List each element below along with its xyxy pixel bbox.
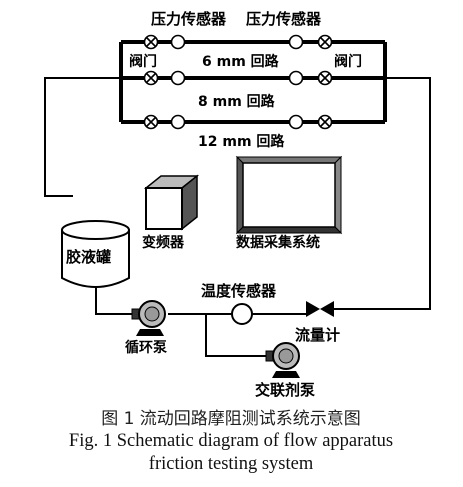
- loop-pipes: [119, 40, 387, 124]
- gauge-circle-icon: [288, 114, 304, 130]
- gauge-circle-icon: [288, 70, 304, 86]
- pipe-to-crosslinker: [205, 314, 270, 357]
- pump-icon: [131, 300, 166, 336]
- gauge-circle-icon: [231, 303, 253, 325]
- pressure-sensor-left-label: 压力传感器: [151, 10, 227, 28]
- pressure-sensor-right-label: 压力传感器: [246, 10, 322, 28]
- gauge-circle-icon: [288, 34, 304, 50]
- loop-12mm-label: 12 mm 回路: [198, 133, 285, 150]
- gauge-circle-icon: [170, 70, 186, 86]
- pipe-to-tank: [44, 77, 121, 197]
- loop-6mm-label: 6 mm 回路: [202, 53, 280, 70]
- circulation-pump-label: 循环泵: [125, 339, 167, 356]
- gauge-circle-icon: [170, 34, 186, 50]
- tank-cylinder-icon: [61, 220, 130, 288]
- cross-valve-icon: [317, 34, 333, 50]
- valve-right-label: 阀门: [334, 53, 362, 70]
- caption-en-line2: friction testing system: [149, 454, 314, 474]
- cube-box-icon: [143, 174, 200, 231]
- temperature-sensor-label: 温度传感器: [201, 282, 277, 300]
- gauge-circle-icon: [170, 114, 186, 130]
- data-acquisition-label: 数据采集系统: [236, 234, 320, 251]
- cross-valve-icon: [143, 114, 159, 130]
- cross-valve-icon: [143, 70, 159, 86]
- loop-8mm-label: 8 mm 回路: [198, 93, 276, 110]
- valve-left-label: 阀门: [129, 53, 157, 70]
- cross-valve-icon: [317, 70, 333, 86]
- cross-valve-icon: [317, 114, 333, 130]
- pipe-tank-to-pump: [95, 286, 132, 315]
- frequency-converter-label: 变频器: [142, 234, 185, 251]
- pump-icon: [265, 342, 300, 378]
- flowmeter-label: 流量计: [295, 326, 340, 344]
- monitor-frame-icon: [235, 155, 343, 235]
- loop-instruments: [143, 34, 333, 130]
- main-lines: [44, 77, 431, 357]
- caption-cn: 图 1 流动回路摩阻测试系统示意图: [101, 409, 361, 429]
- pipe-return: [332, 77, 431, 310]
- butterfly-valve-icon: [306, 301, 334, 317]
- crosslinker-pump-label: 交联剂泵: [255, 381, 315, 399]
- caption-en-line1: Fig. 1 Schematic diagram of flow apparat…: [69, 431, 393, 451]
- cross-valve-icon: [143, 34, 159, 50]
- glue-tank-label: 胶液罐: [66, 248, 111, 266]
